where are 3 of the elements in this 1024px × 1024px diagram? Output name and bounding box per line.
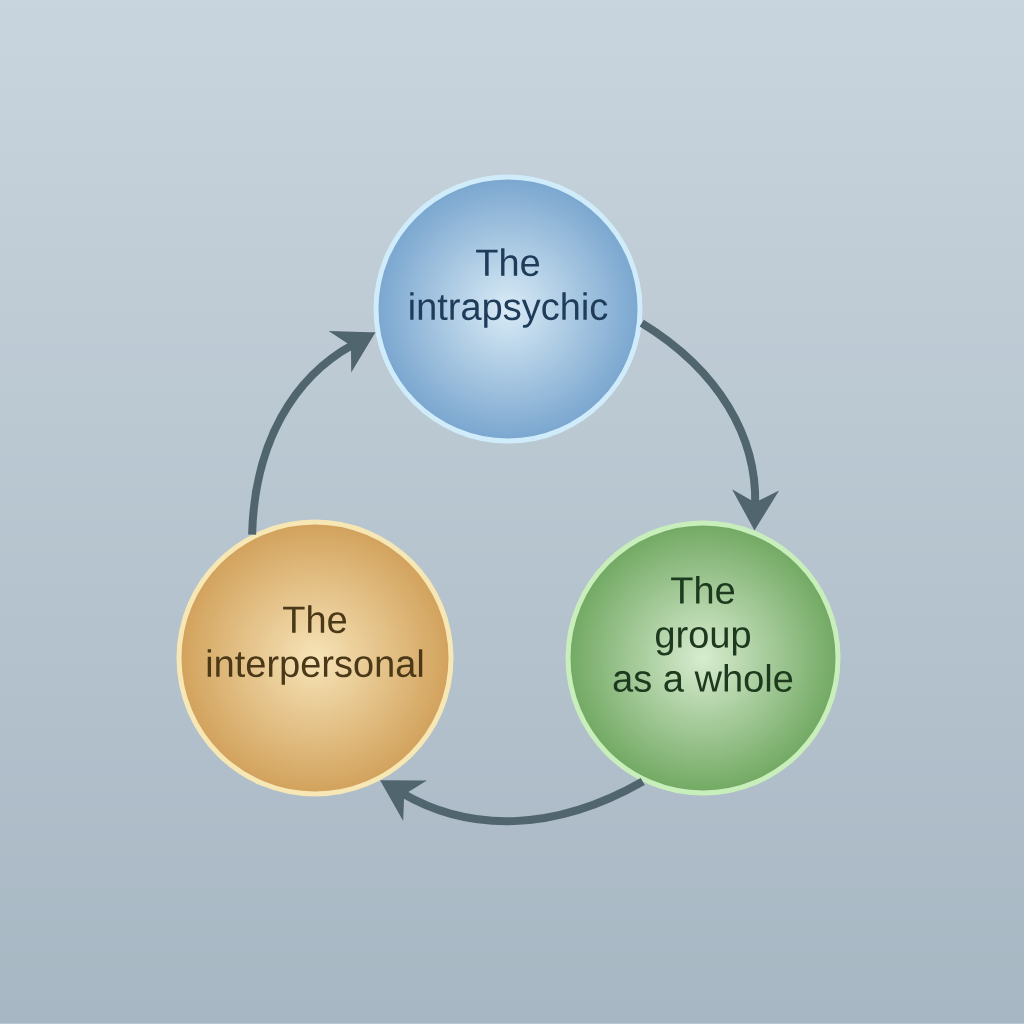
circle-node: The interpersonal [176,519,454,797]
circle-node: The group as a whole [565,520,841,796]
circle-node: The intrapsychic [373,174,643,444]
